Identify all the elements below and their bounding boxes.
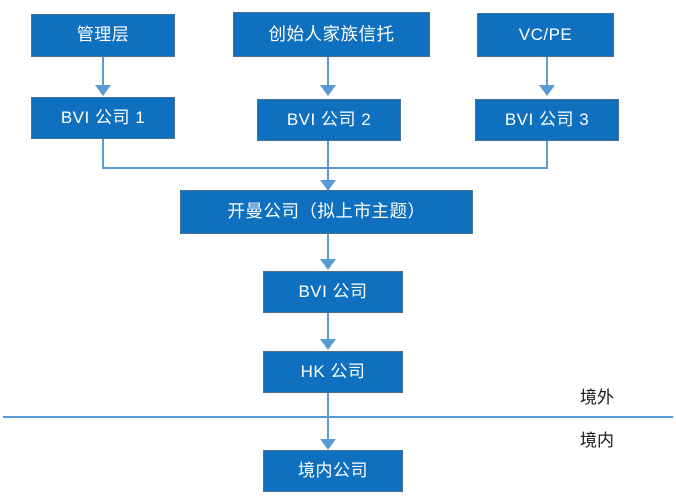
region-label-offshore-text: 境外 <box>580 388 614 407</box>
connector-hk-to-domestic <box>327 393 329 443</box>
node-bvi-3-label: BVI 公司 3 <box>504 109 590 129</box>
node-bvi-2[interactable]: BVI 公司 2 <box>257 99 401 141</box>
node-management-label: 管理层 <box>76 25 130 45</box>
arrowhead-merge-to-cayman <box>320 180 336 191</box>
node-domestic-label: 境内公司 <box>298 460 368 480</box>
region-label-onshore-text: 境内 <box>580 431 614 450</box>
node-domestic[interactable]: 境内公司 <box>263 450 403 492</box>
arrowhead-founder-to-bvi2 <box>320 85 336 96</box>
node-hk-label: HK 公司 <box>300 361 366 381</box>
arrowhead-cayman-to-bvi <box>320 259 336 270</box>
node-bvi[interactable]: BVI 公司 <box>263 271 403 313</box>
connector-bvi2-drop <box>327 141 329 185</box>
connector-merge-bus <box>102 167 548 169</box>
node-cayman[interactable]: 开曼公司（拟上市主题） <box>180 190 473 234</box>
arrowhead-hk-to-domestic <box>320 439 336 450</box>
region-label-offshore: 境外 <box>580 383 614 408</box>
node-bvi-1[interactable]: BVI 公司 1 <box>31 97 175 139</box>
node-bvi-3[interactable]: BVI 公司 3 <box>475 99 619 141</box>
connector-bvi-to-hk <box>327 313 329 341</box>
connector-founder-to-bvi2 <box>327 57 329 87</box>
connector-management-to-bvi1 <box>102 57 104 87</box>
node-bvi-2-label: BVI 公司 2 <box>286 109 372 129</box>
node-management[interactable]: 管理层 <box>31 14 175 57</box>
node-cayman-label: 开曼公司（拟上市主题） <box>227 201 426 222</box>
arrowhead-bvi-to-hk <box>320 339 336 350</box>
node-vc-pe[interactable]: VC/PE <box>477 13 614 57</box>
connector-bvi3-drop <box>546 141 548 168</box>
node-bvi-label: BVI 公司 <box>298 281 368 301</box>
connector-bvi1-drop <box>102 139 104 168</box>
connector-vcpe-to-bvi3 <box>546 57 548 87</box>
node-founder-trust-label: 创始人家族信托 <box>268 23 395 44</box>
region-label-onshore: 境内 <box>580 426 614 451</box>
arrowhead-management-to-bvi1 <box>95 85 111 96</box>
offshore-onshore-divider <box>3 416 673 418</box>
connector-cayman-to-bvi <box>327 234 329 262</box>
node-founder-trust[interactable]: 创始人家族信托 <box>233 12 430 57</box>
node-bvi-1-label: BVI 公司 1 <box>60 107 146 127</box>
arrowhead-vcpe-to-bvi3 <box>539 85 555 96</box>
node-hk[interactable]: HK 公司 <box>263 351 403 393</box>
node-vc-pe-label: VC/PE <box>518 24 573 44</box>
